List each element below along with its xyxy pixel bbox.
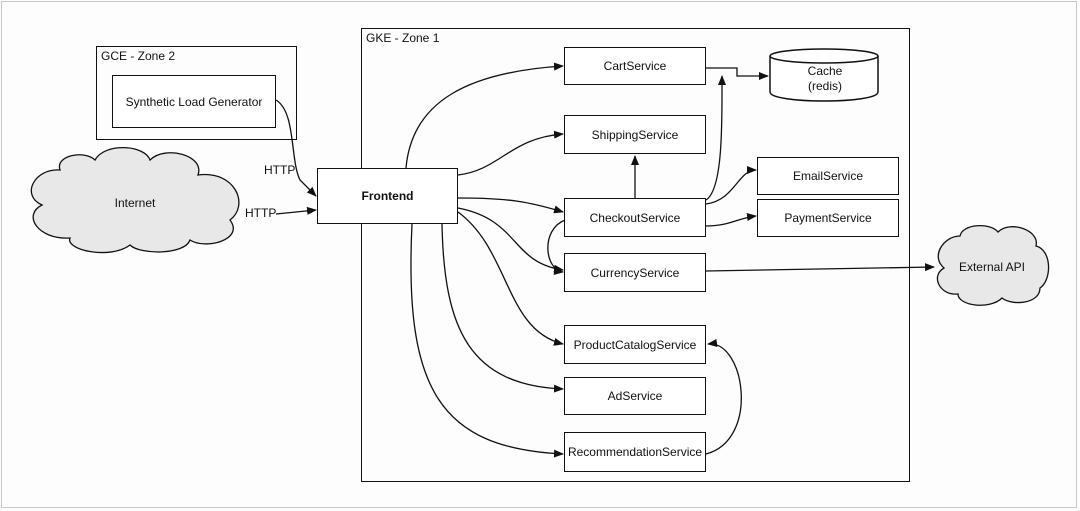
node-currency-service[interactable]: CurrencyService bbox=[564, 253, 706, 292]
zone-gce: GCE - Zone 2 bbox=[96, 46, 297, 140]
node-cache-label: Cache (redis) bbox=[790, 64, 860, 94]
edge-frontend-checkout bbox=[457, 197, 564, 214]
node-payment-service[interactable]: PaymentService bbox=[757, 199, 899, 237]
node-cart-service[interactable]: CartService bbox=[564, 47, 706, 85]
external-api-cloud bbox=[936, 225, 1050, 306]
node-checkout-service[interactable]: CheckoutService bbox=[564, 198, 706, 237]
zone-gke: GKE - Zone 1 bbox=[361, 28, 910, 482]
node-external-api-label: External API bbox=[958, 260, 1026, 274]
edge-checkout-cart bbox=[705, 75, 726, 201]
node-productcatalog-service[interactable]: ProductCatalogService bbox=[564, 325, 706, 364]
node-internet-label: Internet bbox=[114, 196, 156, 210]
cache-subtitle: (redis) bbox=[807, 79, 842, 93]
node-ad-service[interactable]: AdService bbox=[564, 377, 706, 415]
node-email-service[interactable]: EmailService bbox=[757, 157, 899, 195]
edge-frontend-currency bbox=[457, 207, 564, 273]
edge-frontend-recommendation bbox=[410, 223, 564, 458]
edge-internet-frontend bbox=[275, 206, 317, 215]
zone-gke-label: GKE - Zone 1 bbox=[366, 31, 440, 45]
node-frontend[interactable]: Frontend bbox=[317, 168, 458, 224]
edge-recommendation-productcatalog bbox=[705, 339, 742, 455]
edge-cart-cache bbox=[706, 67, 769, 80]
zone-gce-label: GCE - Zone 2 bbox=[101, 49, 176, 63]
node-shipping-service[interactable]: ShippingService bbox=[564, 115, 706, 154]
edge-checkout-payment bbox=[705, 213, 757, 227]
node-recommendation-service[interactable]: RecommendationService bbox=[564, 432, 706, 472]
edge-frontend-shipping bbox=[457, 130, 564, 176]
edge-label-http-loadgen: HTTP bbox=[264, 163, 296, 177]
cache-cylinder bbox=[769, 48, 879, 102]
edge-currency-externalapi bbox=[705, 263, 935, 272]
edge-frontend-cart bbox=[405, 62, 564, 169]
edge-loadgen-frontend bbox=[275, 99, 317, 197]
edge-checkout-currency bbox=[547, 219, 566, 275]
internet-cloud bbox=[30, 147, 240, 254]
edge-frontend-ad bbox=[441, 223, 564, 393]
edge-label-http-internet: HTTP bbox=[245, 206, 277, 220]
edge-frontend-productcatalog bbox=[457, 211, 564, 346]
cache-title: Cache bbox=[807, 64, 843, 78]
node-load-generator[interactable]: Synthetic Load Generator bbox=[112, 75, 276, 128]
edge-checkout-email bbox=[705, 166, 757, 205]
